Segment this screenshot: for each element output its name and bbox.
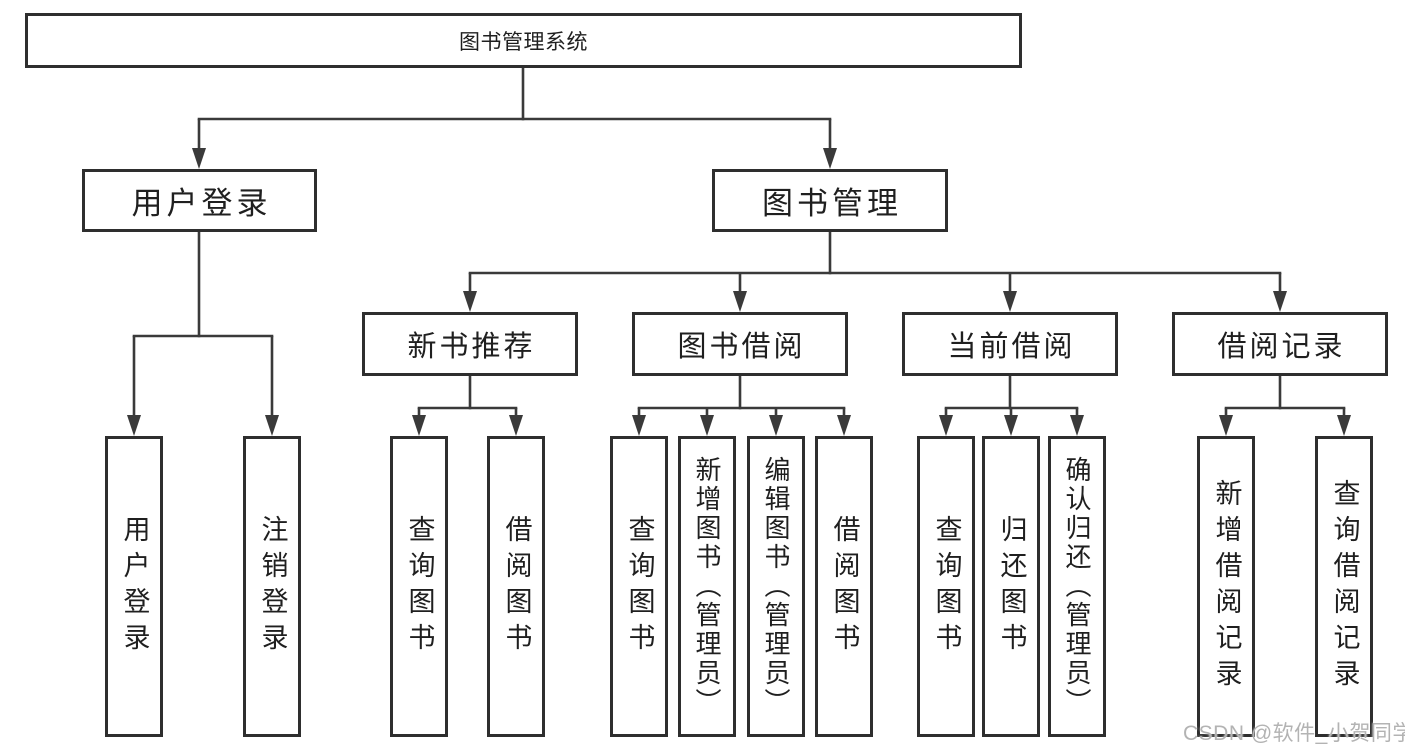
leaf-borrow-borrow-books: 借阅图书: [815, 436, 873, 737]
node-borrow-records: 借阅记录: [1172, 312, 1388, 376]
node-current-borrow: 当前借阅: [902, 312, 1118, 376]
leaf-logout: 注销登录: [243, 436, 301, 737]
leaf-borrow-add-books-admin: 新增图书（管理员）: [678, 436, 736, 737]
node-book-borrow: 图书借阅: [632, 312, 848, 376]
leaf-current-return-books: 归还图书: [982, 436, 1040, 737]
leaf-user-login-label: 用户登录: [119, 514, 150, 659]
node-book-management-branch: 图书管理: [712, 169, 948, 232]
connector-root-to-level2: [192, 68, 837, 169]
leaf-recommend-query-books-label: 查询图书: [404, 514, 435, 659]
connector-current-to-leaves: [939, 376, 1084, 436]
leaf-borrow-add-books-admin-label: 新增图书（管理员）: [692, 456, 722, 717]
leaf-borrow-borrow-books-label: 借阅图书: [829, 514, 860, 659]
leaf-current-confirm-return-admin: 确认归还（管理员）: [1048, 436, 1106, 737]
leaf-recommend-query-books: 查询图书: [390, 436, 448, 737]
leaf-records-add-record: 新增借阅记录: [1197, 436, 1255, 737]
leaf-borrow-query-books: 查询图书: [610, 436, 668, 737]
connector-records-to-leaves: [1219, 376, 1351, 436]
leaf-logout-label: 注销登录: [257, 514, 288, 659]
connector-book-management-to-level3: [463, 232, 1287, 312]
leaf-borrow-edit-books-admin-label: 编辑图书（管理员）: [761, 456, 791, 717]
node-user-login-branch: 用户登录: [82, 169, 317, 232]
leaf-current-query-books: 查询图书: [917, 436, 975, 737]
leaf-borrow-edit-books-admin: 编辑图书（管理员）: [747, 436, 805, 737]
leaf-records-query-record-label: 查询借阅记录: [1329, 478, 1360, 695]
connector-borrow-to-leaves: [632, 376, 851, 436]
csdn-watermark: CSDN @软件_小贺同学: [1183, 722, 1405, 745]
node-new-book-recommend: 新书推荐: [362, 312, 578, 376]
leaf-recommend-borrow-books-label: 借阅图书: [501, 514, 532, 659]
connector-user-login-to-leaves: [127, 232, 279, 436]
leaf-records-query-record: 查询借阅记录: [1315, 436, 1373, 737]
node-root-system: 图书管理系统: [25, 13, 1022, 68]
leaf-current-query-books-label: 查询图书: [931, 514, 962, 659]
leaf-borrow-query-books-label: 查询图书: [624, 514, 655, 659]
leaf-recommend-borrow-books: 借阅图书: [487, 436, 545, 737]
leaf-current-confirm-return-admin-label: 确认归还（管理员）: [1062, 456, 1092, 717]
leaf-records-add-record-label: 新增借阅记录: [1211, 478, 1242, 695]
connector-recommend-to-leaves: [412, 376, 523, 436]
leaf-current-return-books-label: 归还图书: [996, 514, 1027, 659]
leaf-user-login: 用户登录: [105, 436, 163, 737]
